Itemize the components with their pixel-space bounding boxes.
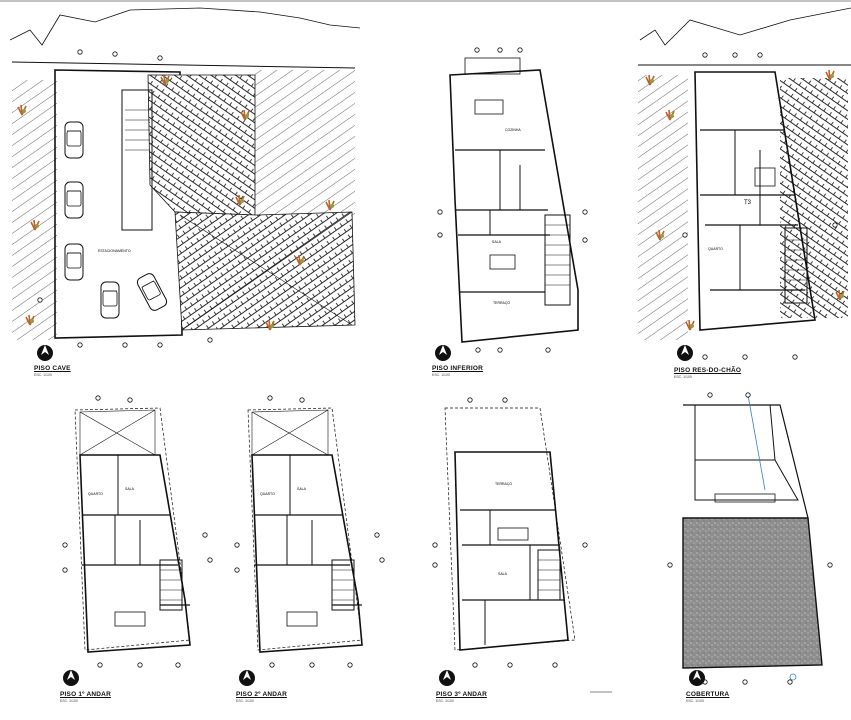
- plan-title: PISO INFERIOR: [432, 365, 483, 372]
- hatched-terrain: [255, 70, 355, 215]
- room-label: QUARTO: [88, 492, 103, 496]
- roof-outline: [683, 404, 809, 519]
- room-label: TERRAÇO: [495, 482, 512, 486]
- title-caption-inferior: PISO INFERIOR ESC. 1/100: [432, 365, 483, 377]
- boundary-line: [11, 61, 356, 69]
- plan-piso-1-andar: SALA QUARTO: [62, 395, 213, 668]
- room-label: SALA: [125, 487, 135, 491]
- roof-tiles: [147, 74, 256, 216]
- car-icon: [64, 181, 84, 219]
- plan-piso-cave: ESTACIONAMENTO: [9, 7, 361, 348]
- plan-piso-res-do-chao: T3 QUARTO: [638, 7, 851, 360]
- title-caption-1-andar: PISO 1º ANDAR ESC. 1/100: [60, 691, 111, 703]
- room-label: SALA: [498, 572, 508, 576]
- title-caption-cobertura: COBERTURA ESC. 1/100: [686, 691, 730, 703]
- room-label: COZINHA: [505, 128, 521, 132]
- cave-outline: [54, 69, 183, 339]
- title-caption-2-andar: PISO 2º ANDAR ESC. 1/100: [236, 691, 287, 703]
- hatched-terrain: [12, 80, 57, 340]
- plan-title: COBERTURA: [686, 691, 730, 698]
- plan-cobertura: [667, 392, 833, 685]
- plan-piso-3-andar: TERRAÇO SALA: [432, 397, 612, 693]
- title-caption-3-andar: PISO 3º ANDAR ESC. 1/100: [436, 691, 487, 703]
- title-piso-inferior: [432, 342, 454, 364]
- room-label: QUARTO: [260, 492, 275, 496]
- room-label: SALA: [297, 487, 307, 491]
- floor-outline: [79, 454, 191, 653]
- plan-scale: ESC. 1/100: [686, 698, 704, 703]
- title-piso-cave: [34, 342, 56, 364]
- plan-title: PISO 3º ANDAR: [436, 691, 487, 698]
- terrain-line: [639, 7, 851, 46]
- car-icon: [135, 271, 169, 313]
- title-cobertura: [686, 667, 708, 689]
- plan-scale: ESC. 1/100: [432, 372, 450, 377]
- north-arrow-icon: [439, 670, 455, 686]
- plan-scale: ESC. 1/100: [34, 372, 52, 377]
- north-arrow-icon: [677, 345, 693, 361]
- floor-outline: [449, 69, 579, 343]
- car-icon: [100, 281, 120, 319]
- north-arrow-icon: [689, 670, 705, 686]
- plan-title: PISO 2º ANDAR: [236, 691, 287, 698]
- plan-title: PISO RES-DO-CHÃO: [674, 367, 742, 374]
- plan-scale: ESC. 1/100: [436, 698, 454, 703]
- roof-tiles: [174, 211, 356, 331]
- terrain-line: [9, 7, 361, 46]
- title-piso-3-andar: [436, 667, 458, 689]
- floor-outline: [694, 71, 816, 331]
- title-caption-res-do-chao: PISO RES-DO-CHÃO ESC. 1/100: [674, 367, 742, 379]
- north-arrow-icon: [239, 670, 255, 686]
- floor-outline: [251, 454, 363, 653]
- plan-title: PISO CAVE: [34, 365, 71, 372]
- floor-outline: [454, 451, 569, 651]
- room-label: ESTACIONAMENTO: [98, 249, 131, 253]
- title-piso-1-andar: [60, 667, 82, 689]
- room-label: TERRAÇO: [493, 301, 510, 305]
- roof-slab: [682, 517, 823, 669]
- plan-scale: ESC. 1/100: [236, 698, 254, 703]
- plan-piso-2-andar: SALA QUARTO: [234, 395, 385, 668]
- title-piso-2-andar: [236, 667, 258, 689]
- plan-scale: ESC. 1/100: [674, 374, 692, 379]
- title-caption-cave: PISO CAVE ESC. 1/100: [34, 365, 71, 377]
- title-piso-res-do-chao: [674, 342, 696, 364]
- plan-scale: ESC. 1/100: [60, 698, 78, 703]
- car-icon: [64, 121, 84, 159]
- room-label: T3: [744, 200, 752, 206]
- plan-title: PISO 1º ANDAR: [60, 691, 111, 698]
- north-arrow-icon: [435, 345, 451, 361]
- north-arrow-icon: [63, 670, 79, 686]
- car-icon: [64, 243, 84, 281]
- plan-piso-inferior: TERRAÇO SALA COZINHA: [437, 47, 588, 353]
- room-label: QUARTO: [708, 247, 723, 251]
- north-arrow-icon: [37, 345, 53, 361]
- room-label: SALA: [492, 240, 502, 244]
